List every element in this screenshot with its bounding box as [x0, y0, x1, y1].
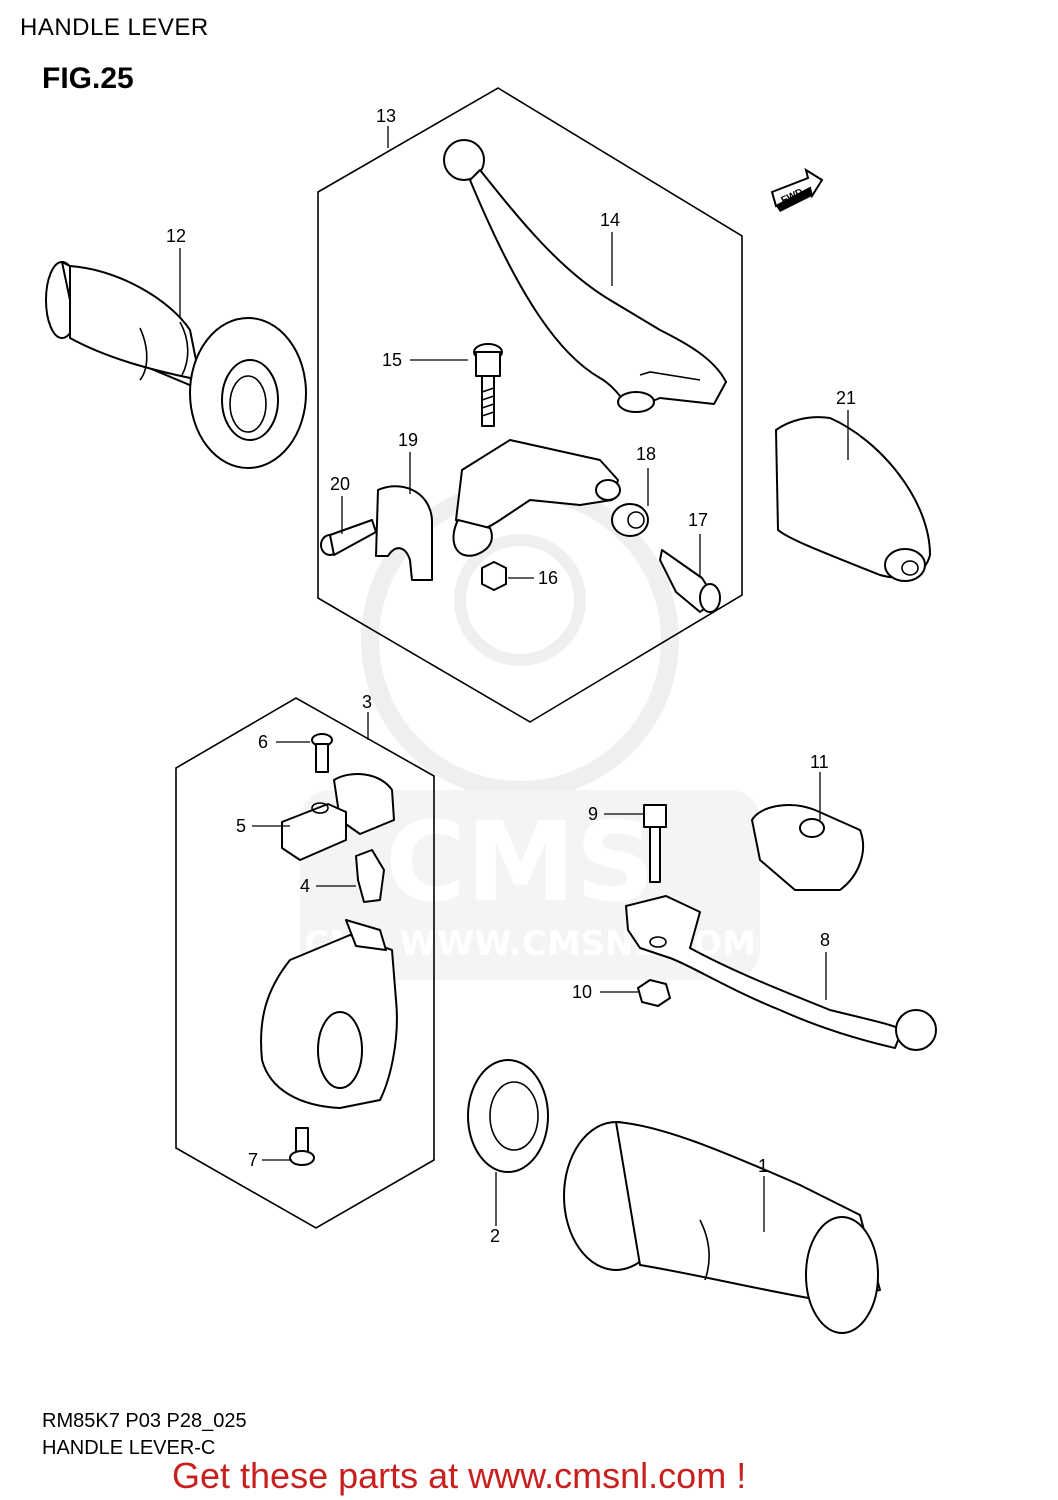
figure-label: FIG.25: [42, 62, 134, 95]
callouts: 12 13 14 15 19 20 18 17 16 21 3 6 5 4 7 …: [166, 106, 856, 1246]
part-9-bolt: [643, 804, 667, 883]
part-4-clip: [355, 849, 385, 903]
part-19-bracket: [375, 439, 621, 581]
callout-18: 18: [636, 444, 656, 464]
part-1-grip: [563, 1121, 881, 1334]
part-17-adjuster: [659, 549, 721, 613]
callout-6: 6: [258, 732, 268, 752]
footer-name: HANDLE LEVER-C: [42, 1437, 216, 1459]
callout-16: 16: [538, 568, 558, 588]
part-12-grip: [45, 261, 307, 469]
watermark: CMS CMS WWW.CMSNL.COM: [300, 481, 760, 980]
page-header: HANDLE LEVER: [20, 14, 209, 41]
callout-10: 10: [572, 982, 592, 1002]
part-18-nut: [611, 503, 649, 537]
callout-17: 17: [688, 510, 708, 530]
callout-1: 1: [758, 1156, 768, 1176]
callout-3: 3: [362, 692, 372, 712]
part-20-screw: [320, 519, 377, 556]
leader-lines: [179, 126, 849, 1232]
callout-15: 15: [382, 350, 402, 370]
callout-8: 8: [820, 930, 830, 950]
part-3-housing: [260, 919, 398, 1109]
group-box-13: [317, 87, 743, 723]
part-2-ring: [467, 1059, 549, 1173]
callout-13: 13: [376, 106, 396, 126]
callout-21: 21: [836, 388, 856, 408]
callout-7: 7: [248, 1150, 258, 1170]
footer-code: RM85K7 P03 P28_025: [42, 1410, 247, 1432]
part-14-lever: [443, 139, 727, 413]
callout-14: 14: [600, 210, 620, 230]
part-5-clamp: [281, 773, 395, 861]
group-box-3: [175, 697, 435, 1229]
callout-20: 20: [330, 474, 350, 494]
part-10-nut: [637, 979, 671, 1007]
part-16-nut: [481, 561, 507, 591]
callout-4: 4: [300, 876, 310, 896]
part-7-screw: [289, 1127, 315, 1166]
fwd-arrow-badge: FWD: [770, 167, 824, 212]
cta-link[interactable]: Get these parts at www.cmsnl.com !: [172, 1455, 747, 1496]
callout-11: 11: [810, 752, 829, 772]
part-11-cover: [751, 804, 865, 891]
part-8-lever: [625, 895, 937, 1051]
svg-text:CMS: CMS: [385, 798, 654, 926]
callout-2: 2: [490, 1226, 500, 1246]
part-6-screw: [311, 733, 333, 773]
callout-19: 19: [398, 430, 418, 450]
part-21-cover: [775, 416, 931, 582]
callout-9: 9: [588, 804, 598, 824]
callout-12: 12: [166, 226, 186, 246]
callout-5: 5: [236, 816, 246, 836]
part-15-bolt: [473, 343, 503, 427]
